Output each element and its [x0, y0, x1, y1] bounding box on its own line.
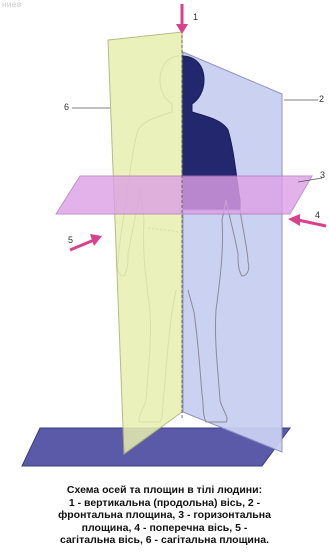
- label-5: 5: [68, 235, 73, 245]
- label-1: 1: [193, 12, 198, 22]
- caption-line: фронтальна площина, 3 - горизонтальна: [6, 509, 323, 522]
- caption-line: Схема осей та площин в тілі людини:: [6, 484, 323, 497]
- label-2: 2: [319, 94, 324, 104]
- figure-caption: Схема осей та площин в тілі людини: 1 - …: [6, 484, 323, 547]
- label-3: 3: [320, 170, 325, 180]
- label-4: 4: [315, 210, 320, 220]
- caption-line: сагітальна вісь, 6 - сагітальна площина.: [6, 534, 323, 547]
- frontal-plane: [183, 52, 282, 452]
- label-6: 6: [64, 102, 69, 112]
- sagittal-plane: [108, 32, 182, 454]
- caption-line: 1 - вертикальна (продольна) вісь, 2 -: [6, 497, 323, 510]
- arrow-4: [288, 214, 326, 226]
- caption-line: площина, 4 - поперечна вісь, 5 -: [6, 522, 323, 535]
- body-axes-diagram: [0, 0, 329, 478]
- arrow-5: [70, 234, 102, 250]
- horizontal-plane: [56, 176, 312, 214]
- arrow-1: [176, 4, 188, 34]
